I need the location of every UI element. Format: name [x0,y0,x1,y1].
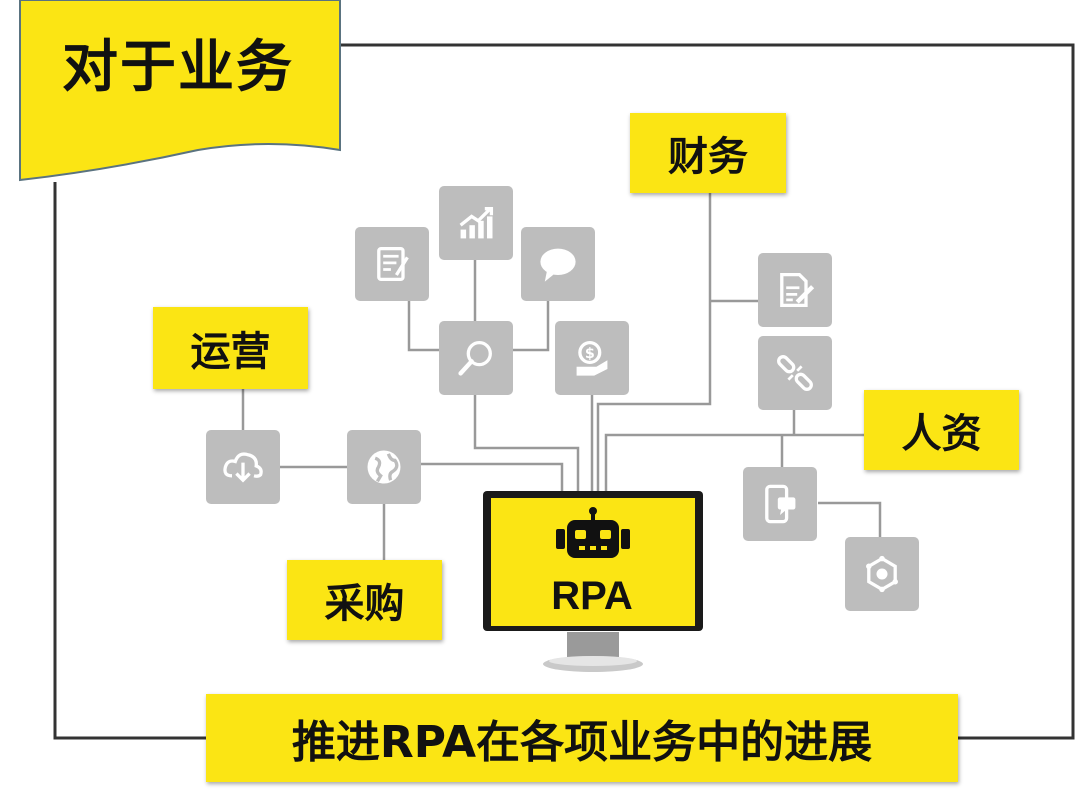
rpa-monitor [483,491,703,672]
node-mobile [743,467,817,541]
node-growth [439,186,513,260]
dollar-hand-icon: $ [576,340,608,376]
rpa-label: RPA [551,574,633,618]
node-globe [347,430,421,504]
label-finance: 财务 [630,113,786,193]
node-link [758,336,832,410]
node-shield [845,537,919,611]
shield-network-icon [866,555,898,593]
label-procurement: 采购 [287,560,442,640]
globe-icon [367,450,401,484]
broken-link-icon [777,355,813,391]
label-hr: 人资 [864,390,1019,470]
document-edit-icon [780,272,815,308]
node-chat [521,227,595,301]
robot-icon [556,507,630,558]
svg-text:$: $ [585,346,595,362]
label-operations: 运营 [153,307,308,389]
chat-bubble-icon [540,248,576,282]
node-document [758,253,832,327]
footer-caption: 推进RPA在各项业务中的进展 [206,694,958,782]
mobile-message-icon [765,484,796,524]
node-search [439,321,513,395]
checklist-icon [377,246,409,282]
header-title: 对于业务 [62,35,294,100]
growth-chart-icon [459,207,494,239]
cloud-download-icon [223,452,263,483]
node-cloud [206,430,280,504]
node-checklist [355,227,429,301]
header-tab [19,0,341,182]
node-dollar: $ [555,321,629,395]
outer-frame [53,43,1075,740]
connector-lines [241,192,882,563]
magnifier-icon [458,340,492,376]
